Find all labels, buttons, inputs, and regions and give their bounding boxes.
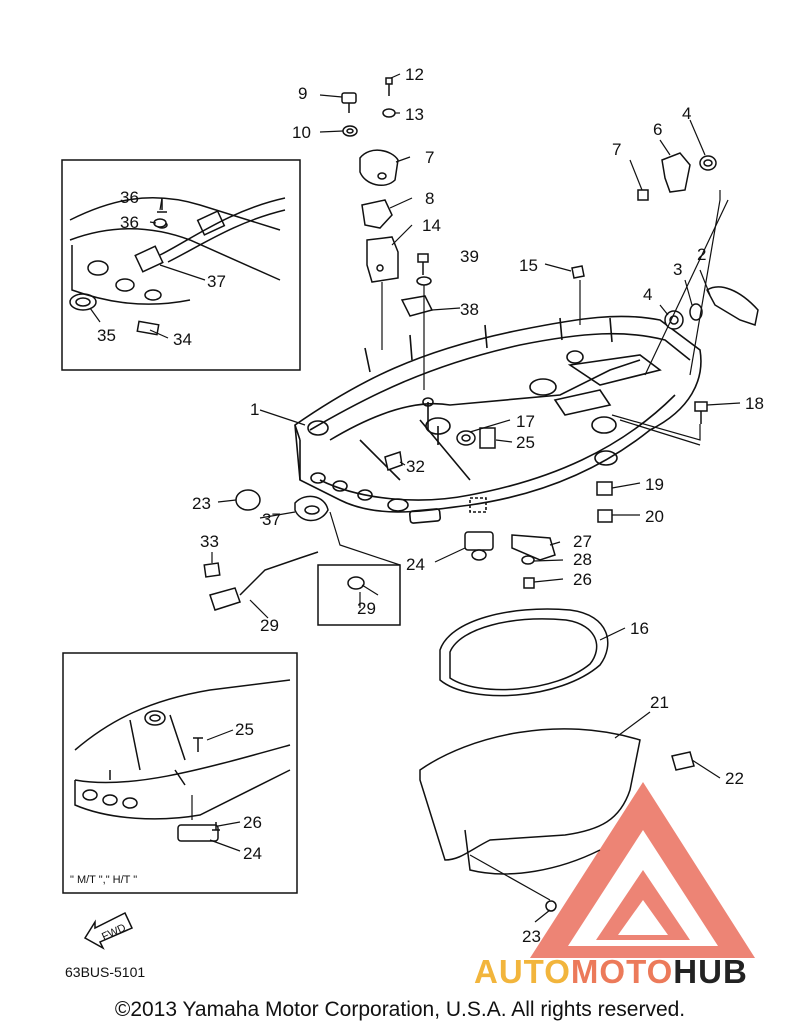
part-label: 20 [645,507,664,526]
part-label: 6 [653,120,662,139]
part-label: 26 [573,570,592,589]
part-label: 10 [292,123,311,142]
part-label: 25 [235,720,254,739]
part-label: 19 [645,475,664,494]
part-label: 17 [516,412,535,431]
part-label: 29 [260,616,279,635]
diagram-code: 63BUS-5101 [65,964,145,980]
part-label: 38 [460,300,479,319]
part-label: 12 [405,65,424,84]
part-label: 26 [243,813,262,832]
part-label: 24 [406,555,425,574]
part-label: 35 [97,326,116,345]
part-label: 22 [725,769,744,788]
part-label: 7 [612,140,621,159]
part-label: 21 [650,693,669,712]
part-label: 7 [425,148,434,167]
bottom-cowling [294,315,702,524]
copyright-notice: ©2013 Yamaha Motor Corporation, U.S.A. A… [114,998,686,1021]
part-label: 33 [200,532,219,551]
part-label: 24 [243,844,262,863]
part-label: 9 [298,84,307,103]
part-label: 4 [643,285,652,304]
variant-note: " M/T "," H/T " [70,874,137,886]
part-label: 3 [673,260,682,279]
part-label: 32 [406,457,425,476]
watermark-triangle-logo [530,782,755,958]
part-label: 1 [250,400,259,419]
part-label: 2 [697,245,706,264]
part-label: 14 [422,216,441,235]
part-label: 13 [405,105,424,124]
part-label: 37 [262,510,281,529]
part-label: 4 [682,104,691,123]
part-label: 23 [192,494,211,513]
forward-arrow-icon: FWD [83,911,134,950]
part-labels: 12 13 9 10 7 8 14 39 38 15 6 4 7 2 3 4 1… [70,65,764,946]
part-label: 25 [516,433,535,452]
part-label: 15 [519,256,538,275]
part-label: 36 [120,188,139,207]
part-label: 28 [573,550,592,569]
inset-box-top [61,159,301,371]
part-label: 18 [745,394,764,413]
part-label: 29 [357,599,376,618]
part-label: 16 [630,619,649,638]
part-label: 34 [173,330,192,349]
part-label: 27 [573,532,592,551]
part-label: 37 [207,272,226,291]
part-label: 8 [425,189,434,208]
part-label: 23 [522,927,541,946]
watermark-brand: AUTOMOTOHUB [474,953,748,990]
part-label: 36 [120,213,139,232]
part-label: 39 [460,247,479,266]
small-parts [153,77,759,912]
leader-lines [89,73,741,923]
inset-box-bottom [62,652,298,894]
